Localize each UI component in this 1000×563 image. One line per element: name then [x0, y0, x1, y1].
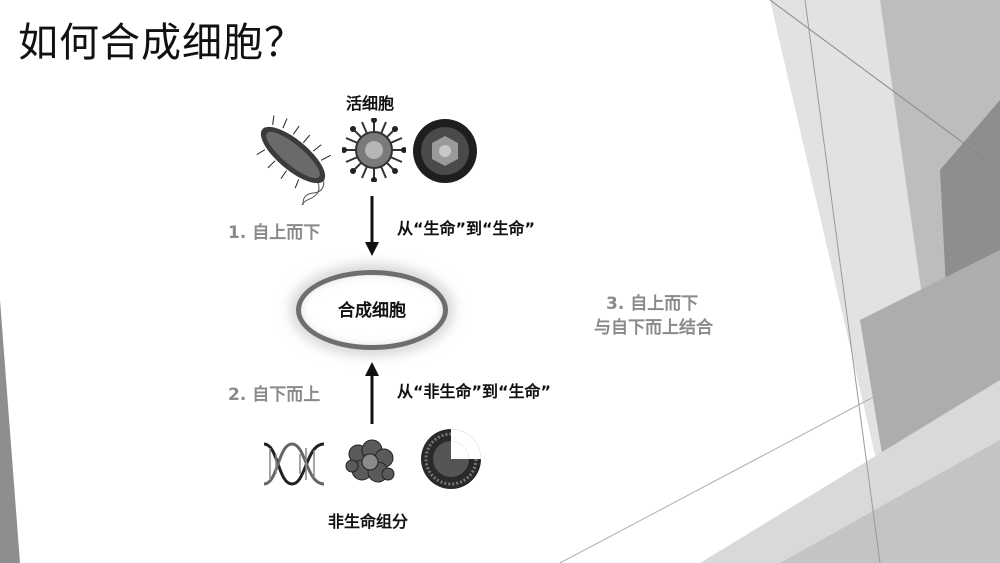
approach1-name: 1. 自上而下	[228, 223, 321, 243]
approach1-desc: 从“生命”到“生命”	[397, 219, 536, 238]
top-down-arrow	[365, 196, 379, 256]
bacterium-icon	[256, 115, 331, 205]
vesicle-icon	[421, 429, 481, 489]
synthetic-cell-ellipse	[296, 270, 448, 350]
dna-helix-icon	[263, 442, 325, 486]
protein-icon	[345, 439, 395, 483]
approach2-name: 2. 自下而上	[228, 385, 321, 405]
synthetic-cell-label: 合成细胞	[338, 301, 406, 321]
bottom-up-arrow	[365, 362, 379, 424]
virus-icon	[342, 118, 406, 182]
living-cells-label: 活细胞	[346, 94, 395, 113]
nonliving-components-label: 非生命组分	[328, 512, 409, 531]
cell-icon	[413, 119, 477, 183]
approach3-line2: 与自下而上结合	[594, 318, 713, 338]
approach2-desc: 从“非生命”到“生命”	[397, 382, 552, 401]
page-title: 如何合成细胞？	[18, 20, 305, 66]
approach3-line1: 3. 自上而下	[606, 294, 699, 314]
